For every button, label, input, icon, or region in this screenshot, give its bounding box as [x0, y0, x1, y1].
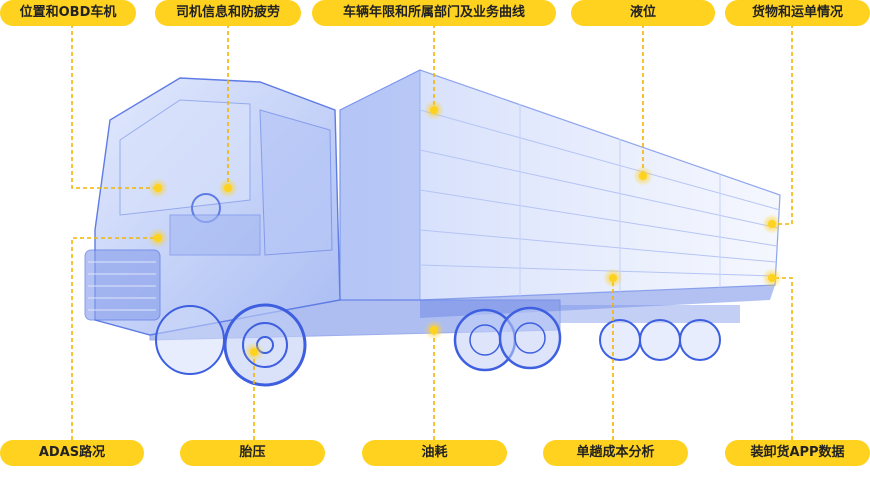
label-driver-fatigue: 司机信息和防疲劳 — [155, 0, 301, 26]
hotspot-dots — [148, 100, 782, 362]
label-fluid-level: 液位 — [571, 0, 715, 26]
label-loading-app-data: 装卸货APP数据 — [725, 440, 870, 466]
label-cargo-waybill: 货物和运单情况 — [725, 0, 870, 26]
label-location-obd: 位置和OBD车机 — [0, 0, 136, 26]
label-tire-pressure: 胎压 — [180, 440, 325, 466]
label-vehicle-age-department: 车辆年限和所属部门及业务曲线 — [312, 0, 556, 26]
label-adas-road: ADAS路况 — [0, 440, 144, 466]
label-trip-cost: 单趟成本分析 — [543, 440, 688, 466]
label-fuel-consumption: 油耗 — [362, 440, 507, 466]
wheels — [155, 303, 721, 387]
cab — [84, 77, 341, 336]
front-wheel — [223, 303, 307, 387]
trailer — [339, 69, 781, 318]
